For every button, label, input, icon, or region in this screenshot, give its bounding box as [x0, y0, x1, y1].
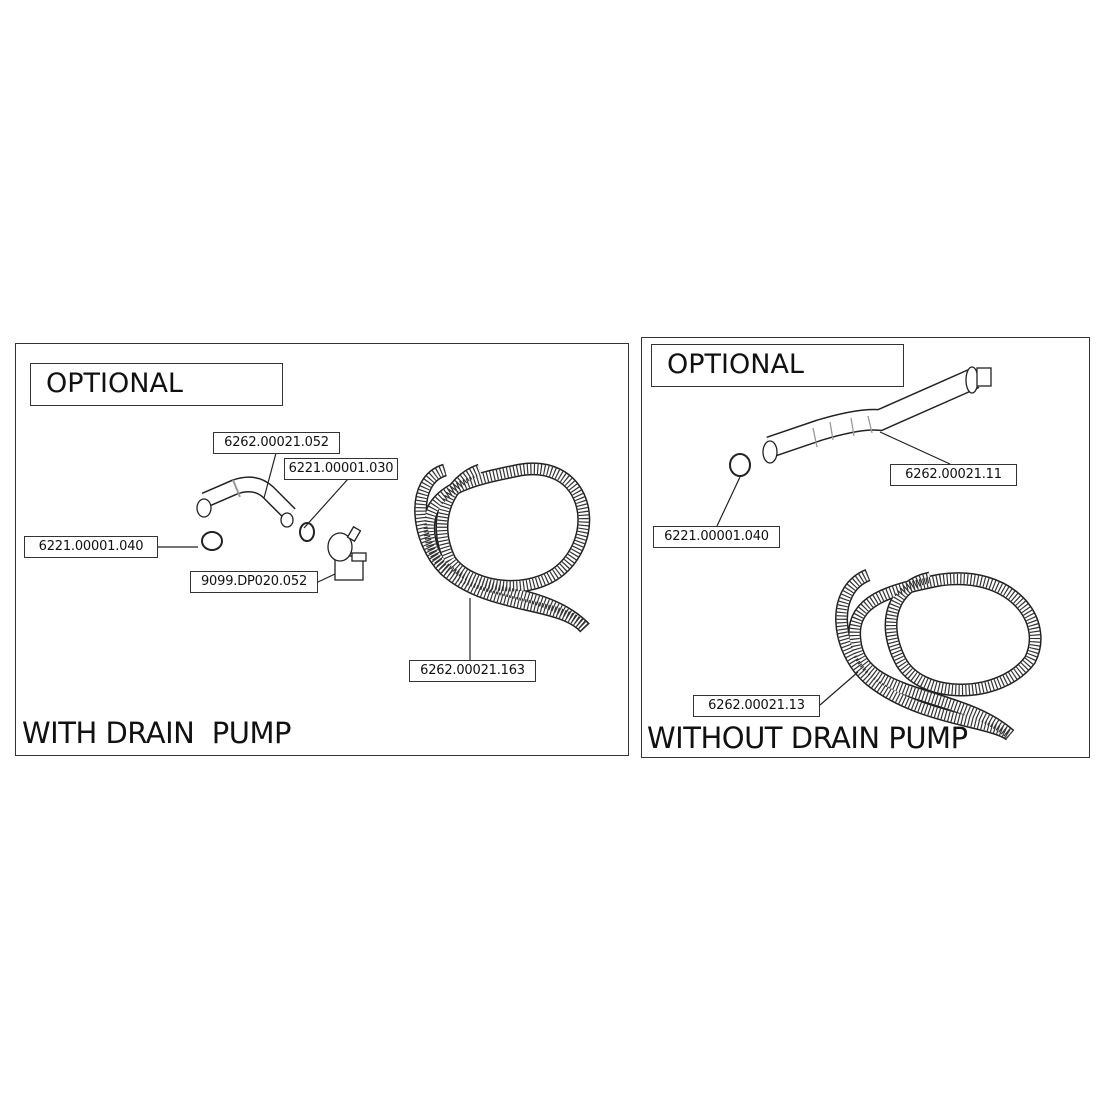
elbow-hose-drawing	[196, 476, 296, 528]
optional-label-left: OPTIONAL	[30, 363, 283, 406]
part-label-drain-hose-13: 6262.00021.13	[693, 695, 820, 717]
with-drain-pump-title: WITH DRAIN PUMP	[22, 716, 292, 750]
drain-hose-13-drawing	[842, 575, 1036, 735]
drain-pump-drawing	[327, 525, 367, 581]
straight-hose-drawing	[762, 366, 992, 464]
clamp-drawing	[201, 453, 751, 551]
part-label-clamp-left: 6221.00001.040	[24, 536, 158, 558]
part-label-elbow-hose: 6262.00021.052	[213, 432, 340, 454]
part-label-drain-hose-163: 6262.00021.163	[409, 660, 536, 682]
leader-lines	[158, 431, 951, 706]
with-drain-pump-panel	[15, 343, 629, 756]
part-label-clamp-right: 6221.00001.040	[653, 526, 780, 548]
part-label-straight-hose: 6262.00021.11	[890, 464, 1017, 486]
part-label-small-clamp: 6221.00001.030	[284, 458, 398, 480]
part-label-drain-pump: 9099.DP020.052	[190, 571, 318, 593]
optional-label-right: OPTIONAL	[651, 344, 904, 387]
without-drain-pump-panel	[641, 337, 1090, 758]
drain-hose-163-drawing	[421, 469, 585, 628]
without-drain-pump-title: WITHOUT DRAIN PUMP	[647, 721, 968, 755]
